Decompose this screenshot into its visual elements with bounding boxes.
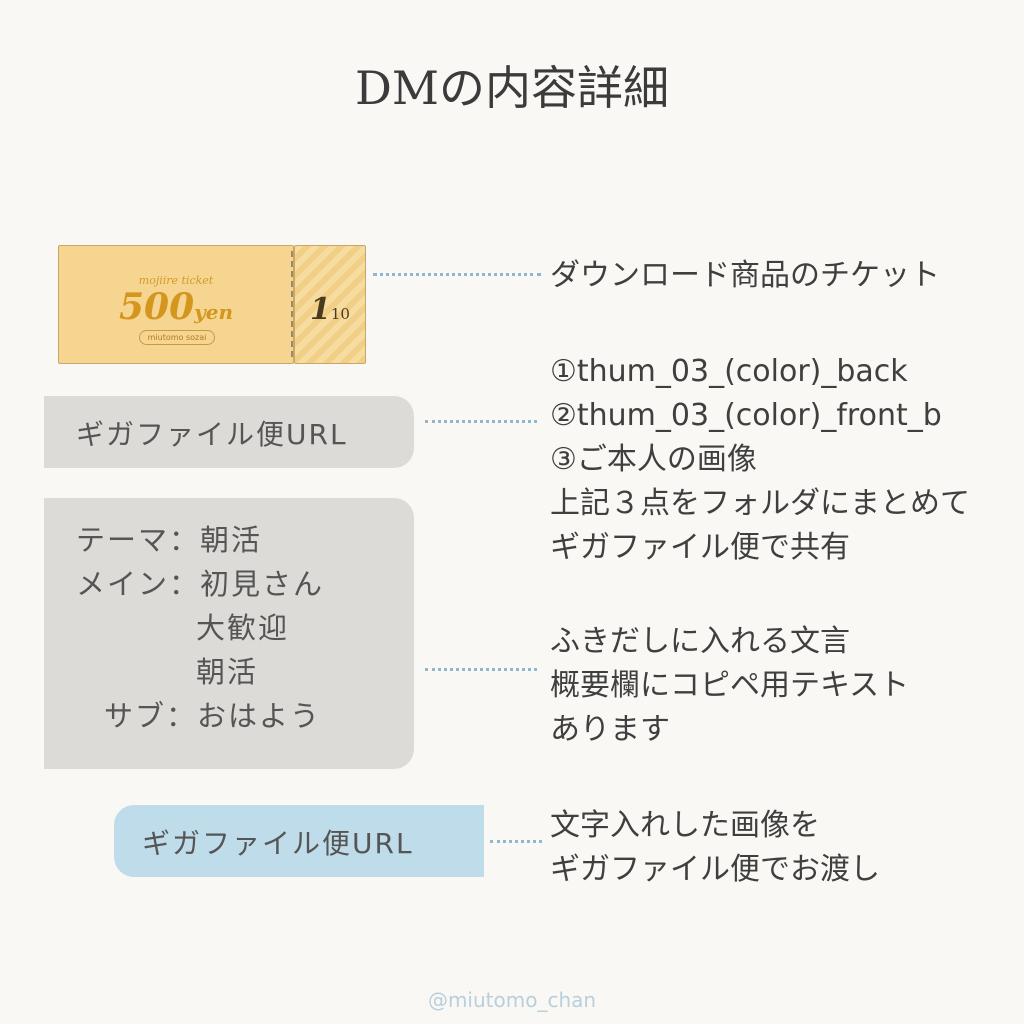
- final-gigafile-url-box: ギガファイル便URL: [114, 805, 484, 877]
- available-note: あります: [550, 712, 670, 747]
- delivery-note-1: 文字入れした画像を: [550, 808, 820, 843]
- folder-instruction: 上記３点をフォルダにまとめて: [550, 486, 970, 521]
- ticket-price: 500yen: [59, 286, 293, 328]
- ticket-brand: mojiire ticket: [138, 274, 214, 287]
- main-line-2: 大歓迎: [196, 611, 290, 645]
- main-line: メイン：初見さん: [76, 567, 325, 601]
- ticket-main: mojiire ticket 500yen miutomo sozai: [58, 245, 294, 364]
- gigafile-url-label: ギガファイル便URL: [76, 418, 348, 451]
- file-list-item-1: ①thum_03_(color)_back: [550, 354, 908, 389]
- main-line-3: 朝活: [196, 655, 259, 689]
- final-gigafile-url-label: ギガファイル便URL: [142, 827, 414, 860]
- ticket-stub-number: 110: [295, 292, 365, 327]
- gigafile-url-box: ギガファイル便URL: [44, 396, 414, 468]
- ticket-stub-denominator: 10: [330, 305, 350, 323]
- ticket-image: mojiire ticket 500yen miutomo sozai 110: [58, 245, 366, 364]
- theme-box: テーマ：朝活 メイン：初見さん 大歓迎 朝活 サブ：おはよう: [44, 498, 414, 769]
- connector-theme-box: [425, 668, 537, 671]
- ticket-perforation: [291, 251, 293, 357]
- connector-final-box: [490, 840, 542, 843]
- ticket-description: ダウンロード商品のチケット: [550, 258, 940, 293]
- file-list-item-2: ②thum_03_(color)_front_b: [550, 398, 942, 433]
- theme-line: テーマ：朝活: [76, 523, 263, 557]
- connector-url-box: [425, 420, 537, 423]
- ticket-shop-pill: miutomo sozai: [139, 330, 215, 345]
- ticket-price-unit: yen: [194, 300, 234, 324]
- sub-line: サブ：おはよう: [104, 699, 322, 733]
- ticket-price-number: 500: [118, 286, 195, 328]
- delivery-note-2: ギガファイル便でお渡し: [550, 852, 880, 887]
- author-handle: @miutomo_chan: [427, 988, 597, 1012]
- bubble-text-note: ふきだしに入れる文言: [550, 624, 850, 659]
- page-title: DMの内容詳細: [355, 61, 669, 115]
- ticket-stub: 110: [294, 245, 366, 364]
- ticket-stub-numerator: 1: [310, 292, 331, 327]
- connector-ticket: [373, 273, 541, 276]
- copy-text-note: 概要欄にコピペ用テキスト: [550, 668, 910, 703]
- file-list-item-3: ③ご本人の画像: [550, 442, 757, 477]
- share-instruction: ギガファイル便で共有: [550, 530, 850, 565]
